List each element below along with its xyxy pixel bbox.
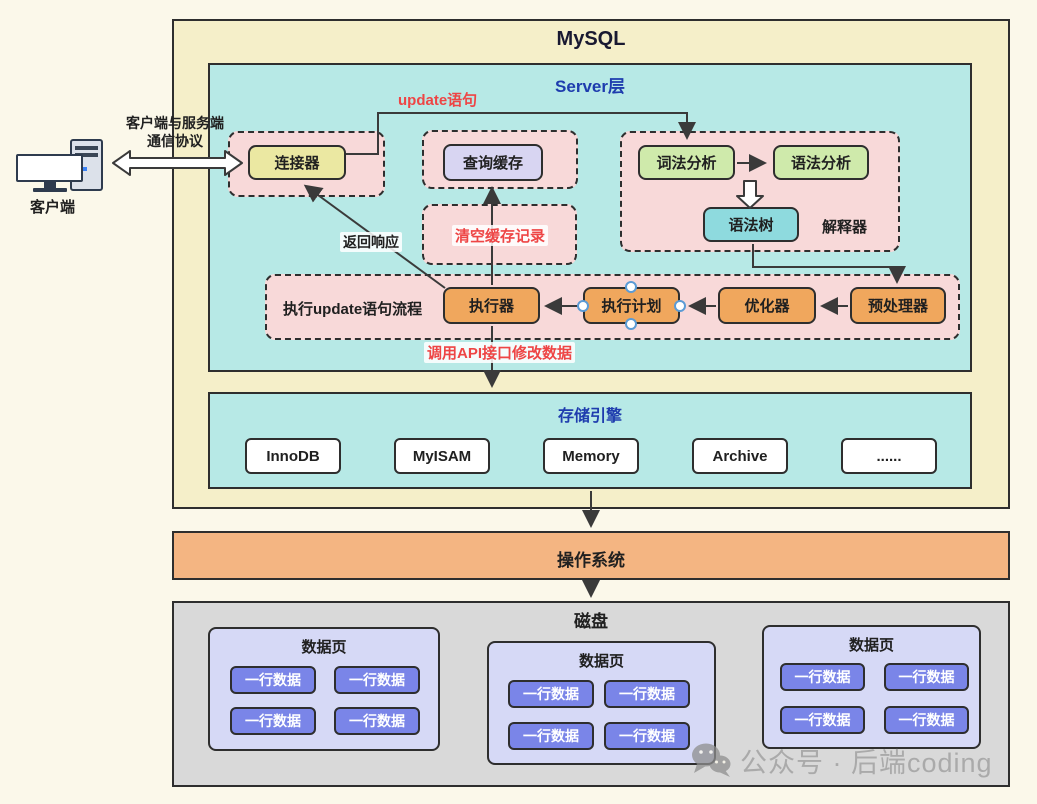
- data-page-1-title: 数据页: [301, 639, 347, 656]
- engine-memory: Memory: [543, 438, 639, 474]
- data-row: 一行数据: [230, 666, 316, 694]
- client-label: 客户端: [30, 199, 76, 216]
- server-layer-title: Server层: [555, 77, 625, 96]
- protocol-label: 客户端与服务端 通信协议: [116, 114, 234, 150]
- preprocessor-node: 预处理器: [850, 287, 946, 324]
- watermark-text: 公众号 · 后端coding: [740, 747, 993, 778]
- data-row: 一行数据: [604, 680, 690, 708]
- data-row: 一行数据: [780, 663, 865, 691]
- protocol-line-1: 客户端与服务端: [126, 115, 224, 131]
- data-row: 一行数据: [884, 663, 969, 691]
- update-statement-label: update语句: [398, 92, 478, 109]
- data-page-3-title: 数据页: [848, 637, 894, 654]
- os-label: 操作系统: [557, 551, 625, 570]
- protocol-line-2: 通信协议: [147, 133, 203, 149]
- data-row: 一行数据: [508, 722, 594, 750]
- connector-node: 连接器: [248, 145, 346, 180]
- data-row: 一行数据: [334, 707, 420, 735]
- data-row: 一行数据: [508, 680, 594, 708]
- engine-archive: Archive: [692, 438, 788, 474]
- storage-engine-title: 存储引擎: [557, 408, 622, 425]
- exec-plan-node: 执行计划: [583, 287, 680, 324]
- disk-title: 磁盘: [574, 612, 608, 631]
- query-cache-node: 查询缓存: [443, 144, 543, 181]
- optimizer-node: 优化器: [718, 287, 816, 324]
- engine-innodb: InnoDB: [245, 438, 341, 474]
- lexical-analysis-node: 词法分析: [638, 145, 735, 180]
- engine-myisam: MyISAM: [394, 438, 490, 474]
- syntax-analysis-node: 语法分析: [773, 145, 869, 180]
- executor-node: 执行器: [443, 287, 540, 324]
- data-row: 一行数据: [230, 707, 316, 735]
- data-row: 一行数据: [604, 722, 690, 750]
- data-row: 一行数据: [780, 706, 865, 734]
- data-page-2-title: 数据页: [578, 653, 624, 670]
- data-row: 一行数据: [334, 666, 420, 694]
- clear-cache-label: 清空缓存记录: [452, 225, 549, 246]
- return-response-label: 返回响应: [340, 232, 402, 252]
- call-api-label: 调用API接口修改数据: [424, 342, 576, 363]
- wechat-icon: [692, 743, 731, 777]
- watermark: 公众号 · 后端coding: [688, 740, 993, 780]
- os-band: [172, 531, 1010, 580]
- client-computer-icon: [14, 137, 109, 195]
- syntax-tree-node: 语法树: [703, 207, 799, 242]
- update-flow-label: 执行update语句流程: [283, 301, 423, 318]
- engine-others: ......: [841, 438, 937, 474]
- data-row: 一行数据: [884, 706, 969, 734]
- computer-monitor-icon: [16, 154, 83, 182]
- mysql-title: MySQL: [556, 28, 626, 50]
- interpreter-label: 解释器: [822, 219, 868, 236]
